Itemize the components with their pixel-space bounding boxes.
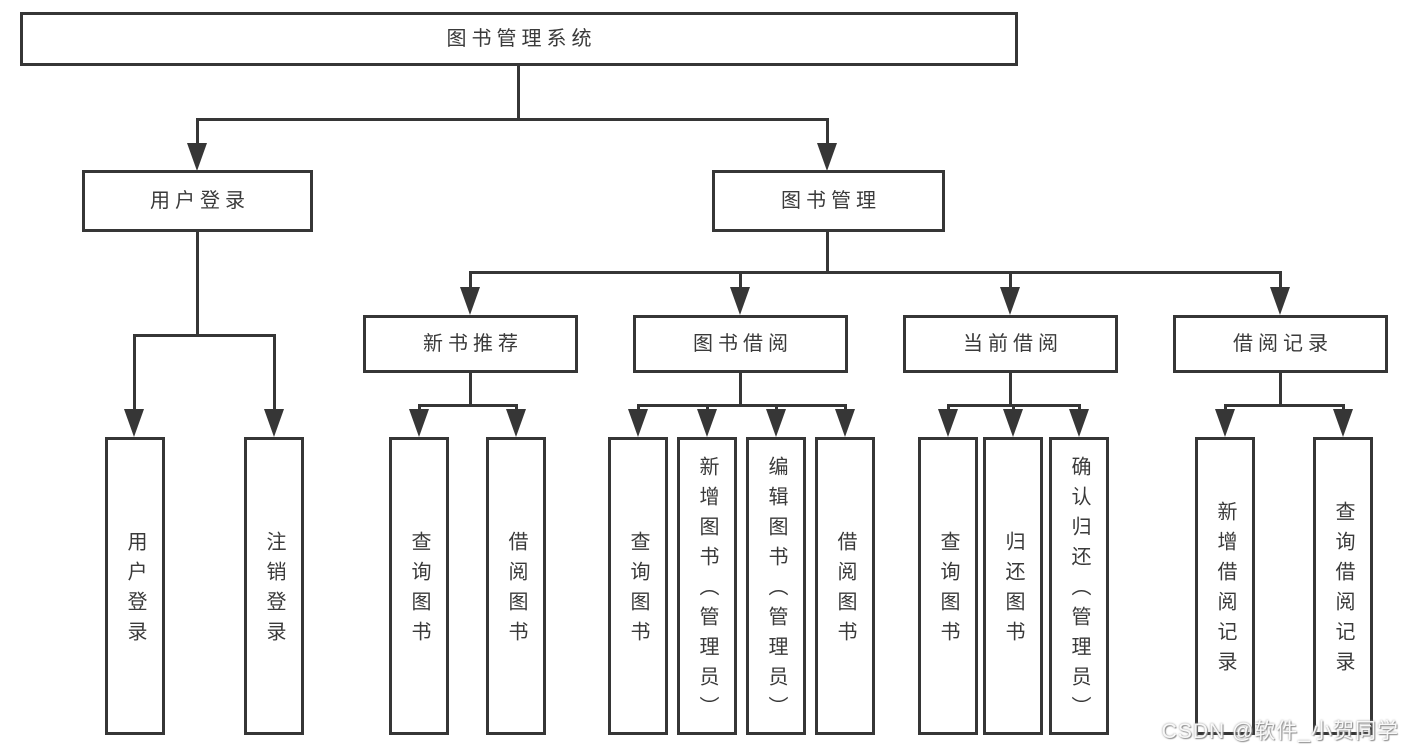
connector-drop-borrow-records — [1279, 271, 1282, 293]
arrow-down-icon — [835, 409, 855, 437]
connector-new-book-bus — [418, 404, 518, 407]
node-book-mgmt-label: 图书管理 — [781, 190, 881, 212]
arrow-down-icon — [1215, 409, 1235, 437]
leaf-query-books-borrow: 查询图书 — [608, 437, 668, 735]
csdn-watermark: CSDN @软件_小贺同学 — [1161, 720, 1399, 743]
node-book-borrow-label: 图书借阅 — [693, 333, 793, 355]
arrow-down-icon — [264, 409, 284, 437]
node-root: 图书管理系统 — [20, 12, 1018, 66]
leaf-query-borrow-record-label: 查询借阅记录 — [1332, 501, 1354, 681]
leaf-confirm-return-admin-label: 确认归还（管理员） — [1068, 456, 1090, 726]
node-book-mgmt: 图书管理 — [712, 170, 945, 232]
connector-book-mgmt-stem — [826, 232, 829, 274]
connector-drop-book-borrow — [739, 271, 742, 293]
arrow-down-icon — [730, 287, 750, 315]
leaf-add-book-admin-label: 新增图书（管理员） — [696, 456, 718, 726]
leaf-query-books-current-label: 查询图书 — [937, 531, 959, 651]
leaf-logout-label: 注销登录 — [263, 531, 285, 651]
node-current-borrow-label: 当前借阅 — [963, 333, 1063, 355]
leaf-add-book-admin: 新增图书（管理员） — [677, 437, 737, 735]
connector-user-login-stem — [196, 232, 199, 337]
leaf-borrow-books-rec-label: 借阅图书 — [505, 531, 527, 651]
leaf-query-books-rec-label: 查询图书 — [408, 531, 430, 651]
connector-borrow-records-bus — [1224, 404, 1345, 407]
node-new-book-rec: 新书推荐 — [363, 315, 578, 373]
arrow-down-icon — [766, 409, 786, 437]
leaf-query-books-current: 查询图书 — [918, 437, 978, 735]
arrow-down-icon — [124, 409, 144, 437]
leaf-return-books-label: 归还图书 — [1002, 531, 1024, 651]
leaf-borrow-books-rec: 借阅图书 — [486, 437, 546, 735]
leaf-borrow-books: 借阅图书 — [815, 437, 875, 735]
connector-new-book-stem — [469, 373, 472, 407]
leaf-query-borrow-record: 查询借阅记录 — [1313, 437, 1373, 735]
connector-drop-book-mgmt — [826, 118, 829, 148]
arrow-down-icon — [628, 409, 648, 437]
leaf-add-borrow-record-label: 新增借阅记录 — [1214, 501, 1236, 681]
connector-borrow-records-stem — [1279, 373, 1282, 407]
arrow-down-icon — [187, 143, 207, 171]
node-user-login: 用户登录 — [82, 170, 313, 232]
connector-drop-leaf-user-login — [133, 334, 136, 412]
node-book-borrow: 图书借阅 — [633, 315, 848, 373]
leaf-query-books-borrow-label: 查询图书 — [627, 531, 649, 651]
arrow-down-icon — [1003, 409, 1023, 437]
leaf-return-books: 归还图书 — [983, 437, 1043, 735]
arrow-down-icon — [1069, 409, 1089, 437]
connector-book-borrow-bus — [637, 404, 847, 407]
leaf-add-borrow-record: 新增借阅记录 — [1195, 437, 1255, 735]
leaf-query-books-rec: 查询图书 — [389, 437, 449, 735]
arrow-down-icon — [1333, 409, 1353, 437]
leaf-logout: 注销登录 — [244, 437, 304, 735]
node-current-borrow: 当前借阅 — [903, 315, 1118, 373]
connector-current-borrow-stem — [1009, 373, 1012, 407]
connector-root-stem — [517, 66, 520, 120]
connector-drop-current-borrow — [1009, 271, 1012, 293]
leaf-user-login-label: 用户登录 — [124, 531, 146, 651]
leaf-edit-book-admin-label: 编辑图书（管理员） — [765, 456, 787, 726]
arrow-down-icon — [1270, 287, 1290, 315]
connector-book-borrow-stem — [739, 373, 742, 407]
node-borrow-records: 借阅记录 — [1173, 315, 1388, 373]
connector-drop-new-book — [469, 271, 472, 293]
node-user-login-label: 用户登录 — [150, 190, 250, 212]
arrow-down-icon — [697, 409, 717, 437]
node-borrow-records-label: 借阅记录 — [1233, 333, 1333, 355]
leaf-user-login: 用户登录 — [105, 437, 165, 735]
connector-root-bus — [196, 118, 829, 121]
connector-drop-user-login — [196, 118, 199, 148]
arrow-down-icon — [817, 143, 837, 171]
arrow-down-icon — [506, 409, 526, 437]
leaf-confirm-return-admin: 确认归还（管理员） — [1049, 437, 1109, 735]
arrow-down-icon — [460, 287, 480, 315]
node-root-label: 图书管理系统 — [446, 28, 597, 50]
arrow-down-icon — [409, 409, 429, 437]
connector-book-mgmt-bus — [469, 271, 1282, 274]
connector-drop-leaf-logout — [273, 334, 276, 412]
arrow-down-icon — [1000, 287, 1020, 315]
leaf-edit-book-admin: 编辑图书（管理员） — [746, 437, 806, 735]
node-new-book-rec-label: 新书推荐 — [423, 333, 523, 355]
leaf-borrow-books-label: 借阅图书 — [834, 531, 856, 651]
connector-user-login-bus — [133, 334, 276, 337]
arrow-down-icon — [938, 409, 958, 437]
